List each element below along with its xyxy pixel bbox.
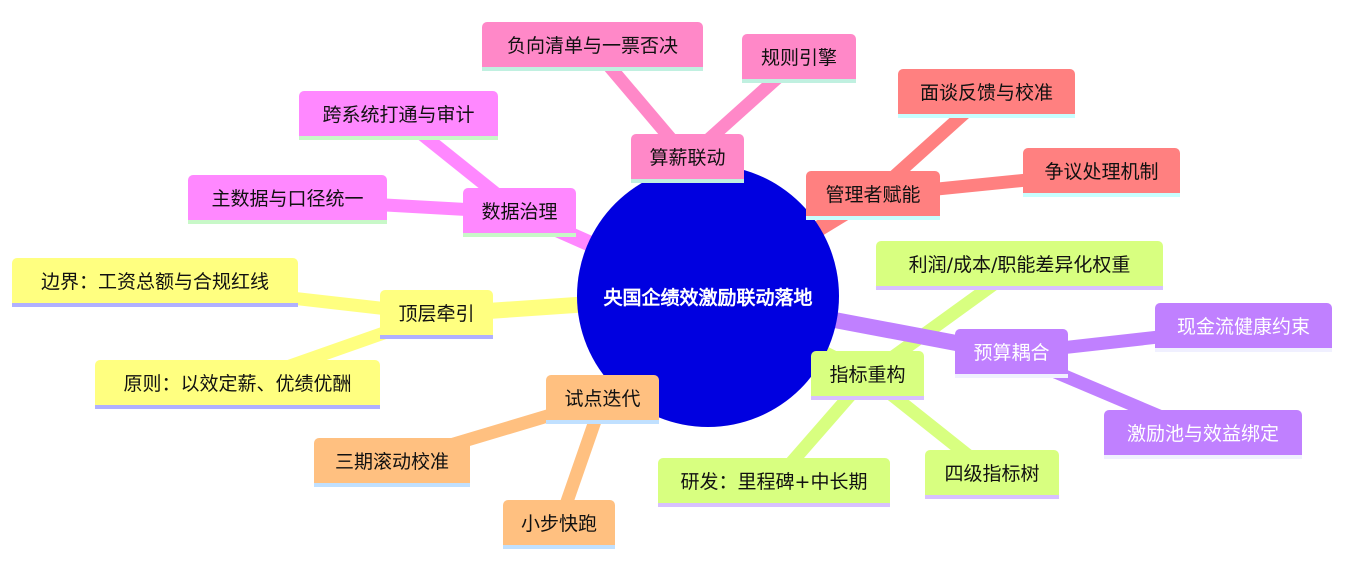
node-label: 四级指标树 bbox=[944, 463, 1040, 485]
node-label: 跨系统打通与审计 bbox=[322, 104, 475, 126]
branch-pilot-iteration[interactable]: 试点迭代 bbox=[546, 375, 659, 424]
node-label: 利润/成本/职能差异化权重 bbox=[908, 254, 1131, 276]
branch-metric-restructure[interactable]: 指标重构 bbox=[811, 351, 924, 400]
node-label: 负向清单与一票否决 bbox=[506, 35, 678, 57]
node-label: 规则引擎 bbox=[760, 47, 837, 69]
node-label: 主数据与口径统一 bbox=[211, 188, 364, 210]
node-label: 数据治理 bbox=[481, 201, 558, 223]
node-label: 指标重构 bbox=[829, 364, 906, 386]
node-label: 边界：工资总额与合规红线 bbox=[40, 271, 269, 293]
node-label: 激励池与效益绑定 bbox=[1126, 423, 1279, 445]
node-label: 原则：以效定薪、优绩优酬 bbox=[123, 373, 352, 395]
node-label: 管理者赋能 bbox=[825, 184, 921, 206]
branch-top-level-guidance[interactable]: 顶层牵引 bbox=[380, 290, 493, 339]
node-incentive-pool[interactable]: 激励池与效益绑定 bbox=[1104, 410, 1302, 459]
node-differentiated-weights[interactable]: 利润/成本/职能差异化权重 bbox=[876, 241, 1163, 290]
node-rd-milestones[interactable]: 研发：里程碑+中长期 bbox=[658, 458, 890, 507]
node-label: 争议处理机制 bbox=[1044, 161, 1159, 183]
branch-salary-linkage[interactable]: 算薪联动 bbox=[631, 134, 744, 183]
node-label: 研发：里程碑+中长期 bbox=[680, 471, 868, 493]
node-label: 三期滚动校准 bbox=[334, 451, 449, 473]
branch-data-governance[interactable]: 数据治理 bbox=[463, 188, 576, 237]
node-interview-feedback[interactable]: 面谈反馈与校准 bbox=[898, 69, 1075, 118]
node-label: 算薪联动 bbox=[649, 147, 726, 169]
node-master-data[interactable]: 主数据与口径统一 bbox=[188, 175, 387, 224]
branch-manager-enablement[interactable]: 管理者赋能 bbox=[806, 171, 940, 220]
node-negative-list[interactable]: 负向清单与一票否决 bbox=[482, 22, 703, 71]
node-label: 小步快跑 bbox=[520, 513, 597, 535]
node-small-steps[interactable]: 小步快跑 bbox=[503, 500, 615, 549]
node-label: 试点迭代 bbox=[564, 388, 641, 410]
node-rolling-calibration[interactable]: 三期滚动校准 bbox=[314, 438, 470, 487]
node-label: 现金流健康约束 bbox=[1176, 316, 1310, 338]
node-dispute-handling[interactable]: 争议处理机制 bbox=[1023, 148, 1180, 197]
branch-budget-coupling[interactable]: 预算耦合 bbox=[955, 329, 1068, 378]
root-label: 央国企绩效激励联动落地 bbox=[603, 286, 813, 309]
node-label: 面谈反馈与校准 bbox=[919, 82, 1053, 104]
node-boundary[interactable]: 边界：工资总额与合规红线 bbox=[12, 258, 298, 307]
node-label: 预算耦合 bbox=[973, 342, 1050, 364]
node-rule-engine[interactable]: 规则引擎 bbox=[742, 34, 856, 83]
node-four-level-tree[interactable]: 四级指标树 bbox=[925, 450, 1059, 499]
node-principle[interactable]: 原则：以效定薪、优绩优酬 bbox=[95, 360, 380, 409]
node-cashflow-constraint[interactable]: 现金流健康约束 bbox=[1155, 303, 1332, 352]
node-cross-system-audit[interactable]: 跨系统打通与审计 bbox=[299, 91, 498, 140]
node-label: 顶层牵引 bbox=[398, 303, 475, 325]
